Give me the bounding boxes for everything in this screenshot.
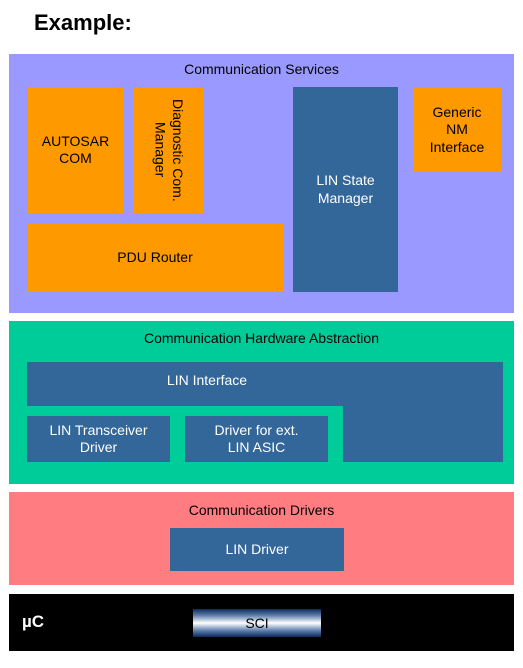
pdu-router-module: PDU Router: [27, 224, 283, 291]
generic-nm-interface-module: Generic NM Interface: [413, 88, 501, 172]
lin-driver-label: LIN Driver: [225, 540, 289, 557]
lin-interface-extension: [343, 404, 503, 462]
diagram-title: Example:: [34, 10, 132, 35]
sci-label: SCI: [245, 615, 269, 631]
lin-transceiver-driver-label: LIN Transceiver Driver: [49, 421, 148, 456]
sci-module: SCI: [193, 609, 321, 637]
lin-transceiver-driver-module: LIN Transceiver Driver: [27, 416, 170, 462]
generic-nm-interface-label: Generic NM Interface: [429, 103, 485, 155]
diagnostic-com-manager-module: Diagnostic Com. Manager: [134, 87, 203, 213]
driver-ext-lin-asic-label: Driver for ext. LIN ASIC: [214, 421, 299, 456]
lin-interface-module: LIN Interface: [27, 362, 503, 406]
autosar-com-label: AUTOSAR COM: [41, 132, 110, 167]
lin-state-manager-label: LIN State Manager: [316, 172, 375, 206]
communication-services-label: Communication Services: [184, 61, 339, 77]
diagnostic-com-manager-label: Diagnostic Com. Manager: [152, 98, 187, 202]
communication-hardware-abstraction-label: Communication Hardware Abstraction: [144, 330, 379, 346]
autosar-com-module: AUTOSAR COM: [27, 87, 124, 213]
lin-state-manager-module: LIN State Manager: [293, 87, 398, 292]
microcontroller-label: µC: [22, 612, 45, 631]
lin-driver-module: LIN Driver: [170, 528, 344, 571]
communication-drivers-label: Communication Drivers: [188, 502, 335, 518]
driver-ext-lin-asic-module: Driver for ext. LIN ASIC: [185, 416, 328, 462]
pdu-router-label: PDU Router: [117, 248, 193, 265]
lin-interface-label: LIN Interface: [166, 372, 248, 389]
